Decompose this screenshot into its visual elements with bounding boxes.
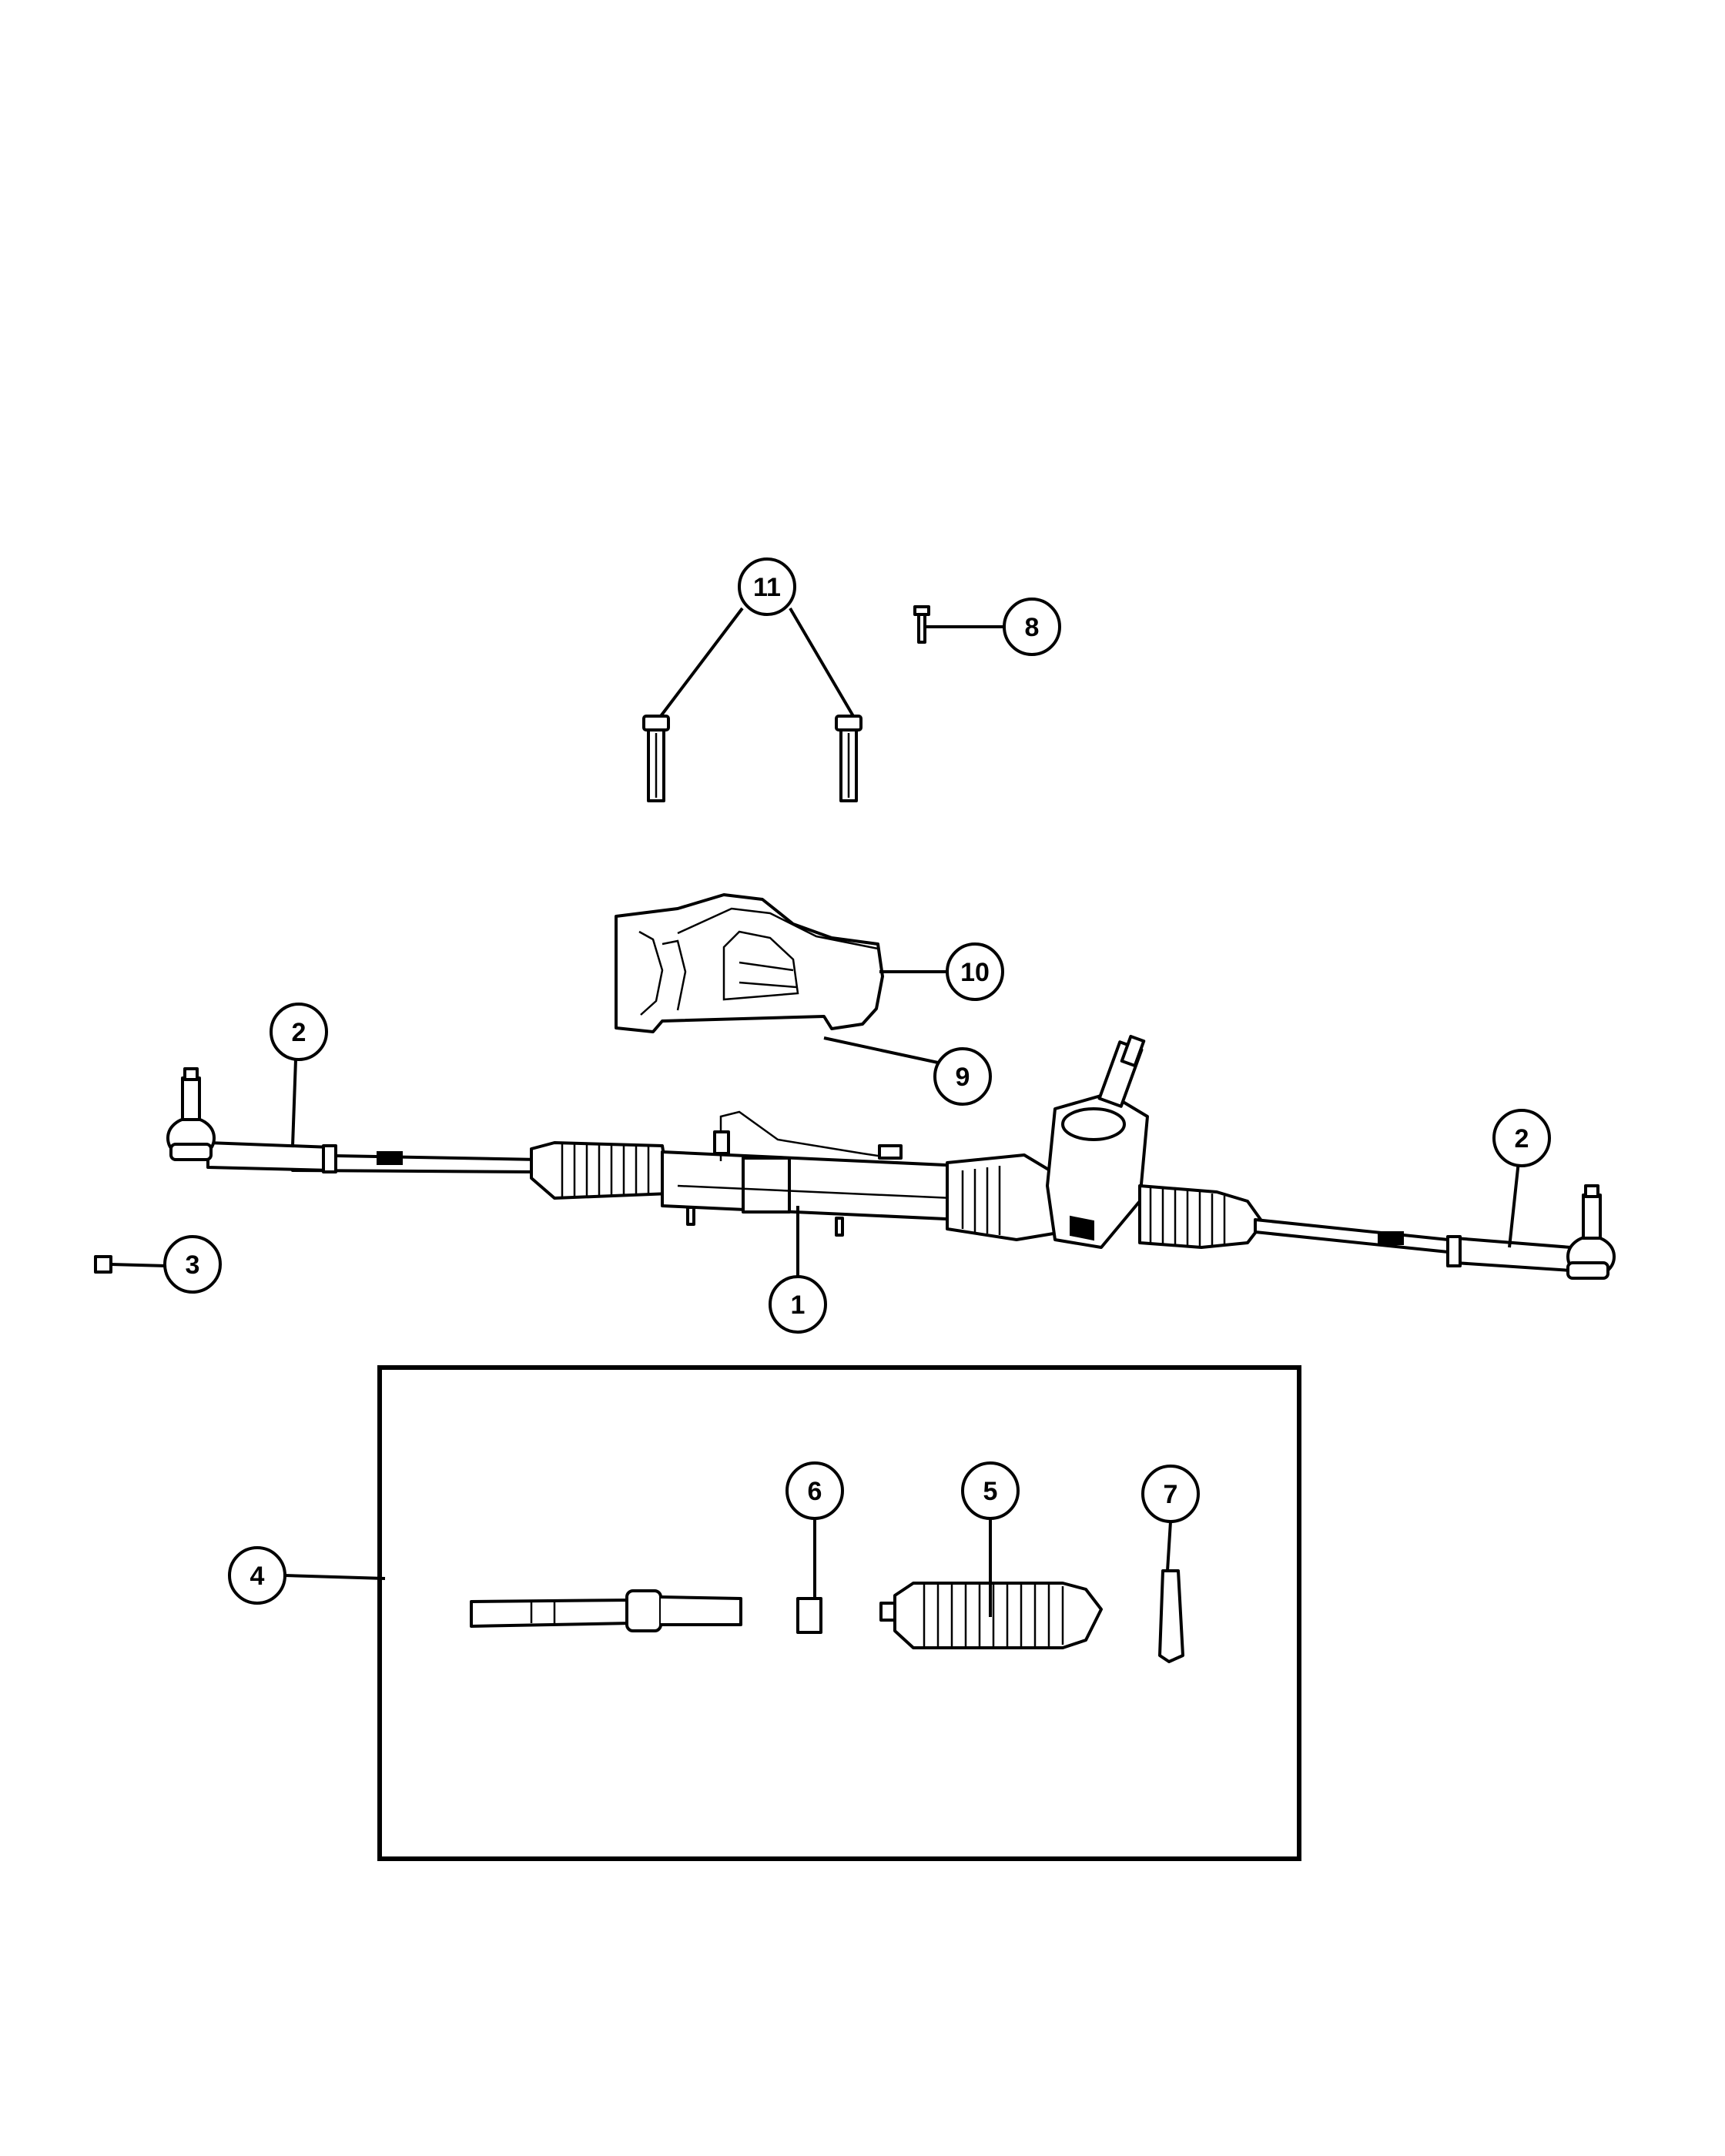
retaining-clip	[796, 1597, 822, 1634]
svg-text:11: 11	[753, 573, 781, 602]
svg-text:3: 3	[186, 1250, 200, 1280]
callout-2-right: 2	[1492, 1109, 1551, 1167]
svg-text:2: 2	[292, 1018, 306, 1047]
callout-5: 5	[961, 1461, 1020, 1520]
boot-clamp	[1158, 1569, 1184, 1663]
callout-4: 4	[228, 1546, 286, 1605]
callout-6: 6	[785, 1461, 844, 1520]
callout-2-left: 2	[270, 1003, 328, 1061]
svg-text:5: 5	[983, 1477, 998, 1506]
svg-text:4: 4	[250, 1562, 265, 1591]
callout-3: 3	[163, 1235, 222, 1294]
tie-rod-end-left	[166, 1067, 403, 1173]
callout-11: 11	[738, 557, 796, 616]
svg-text:7: 7	[1164, 1480, 1178, 1509]
tie-rod-end-right	[1378, 1184, 1616, 1280]
service-kit-box	[377, 1365, 1301, 1861]
callout-8: 8	[1003, 598, 1061, 656]
svg-text:8: 8	[1025, 613, 1040, 642]
inner-tie-rod	[470, 1589, 742, 1632]
callout-9: 9	[933, 1047, 992, 1106]
svg-text:10: 10	[960, 958, 990, 987]
callout-1: 1	[769, 1275, 827, 1334]
callout-10: 10	[946, 942, 1004, 1001]
small-screw	[913, 605, 930, 644]
svg-text:1: 1	[791, 1291, 806, 1320]
jam-nut	[94, 1255, 112, 1274]
mounting-bolt-right	[835, 715, 862, 802]
steering-rack-assembly	[291, 1034, 1465, 1255]
svg-text:6: 6	[808, 1477, 822, 1506]
svg-text:2: 2	[1515, 1124, 1529, 1153]
heat-shield	[615, 893, 884, 1033]
svg-text:9: 9	[956, 1063, 970, 1092]
leader-lines	[110, 607, 1520, 1617]
mounting-bolt-left	[642, 715, 670, 802]
callout-7: 7	[1141, 1465, 1200, 1523]
boot-bellows	[879, 1582, 1103, 1649]
